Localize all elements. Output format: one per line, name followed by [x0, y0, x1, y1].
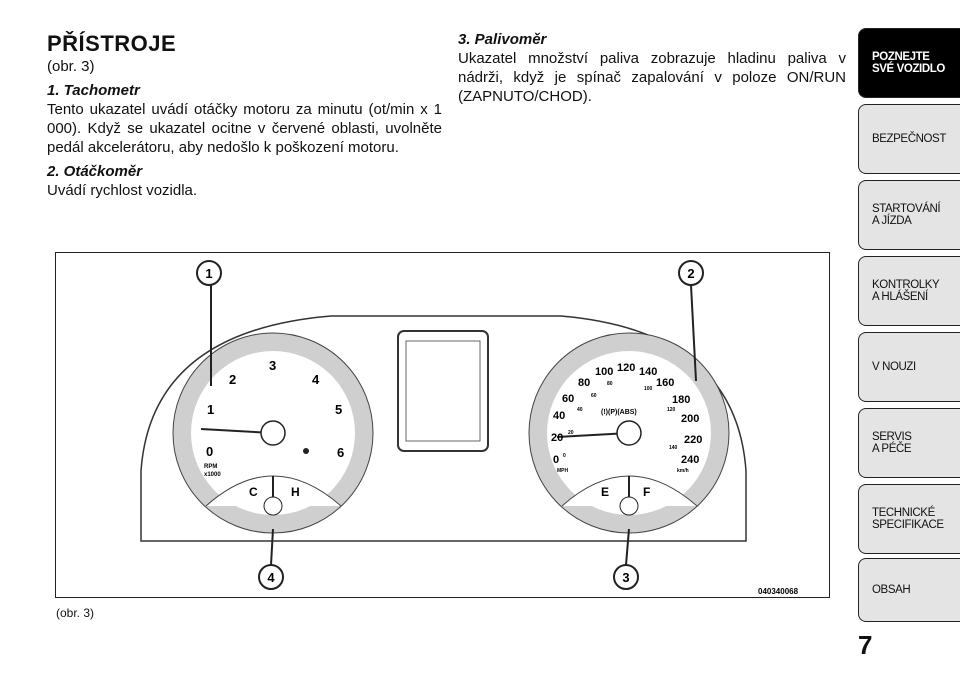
speed-label-kmh: 140 [669, 445, 678, 451]
speed-label-mph: 200 [681, 413, 699, 425]
section-title-fuel: 3. Palivoměr [458, 31, 547, 48]
speed-label-kmh: 20 [568, 430, 574, 436]
section-title-speedometer: 2. Otáčkoměr [47, 163, 143, 180]
fuel-full-label: F [643, 485, 650, 499]
speed-label-mph: 20 [551, 432, 563, 444]
speed-label-mph: 60 [562, 393, 574, 405]
callout-3: 3 [613, 564, 639, 590]
left-column: PŘÍSTROJE (obr. 3) 1. Tachometr Tento uk… [47, 31, 442, 200]
callout-4: 4 [258, 564, 284, 590]
temp-cold-label: C [249, 485, 258, 499]
right-column: 3. Palivoměr Ukazatel množství paliva zo… [458, 31, 846, 106]
instrument-cluster-figure: 0 1 2 3 4 5 6 RPM x1000 C H 0 20 40 60 8… [55, 252, 830, 598]
speed-label-kmh: 100 [644, 386, 653, 392]
tach-label: 5 [335, 402, 342, 417]
figure-code: 040340068 [758, 587, 799, 596]
tab-servis-a-pece[interactable]: SERVIS A PÉČE [858, 408, 960, 478]
tach-label: 4 [312, 372, 320, 387]
section-text-tachometer: Tento ukazatel uvádí otáčky motoru za mi… [47, 101, 442, 156]
speed-label-kmh: 40 [577, 407, 583, 413]
tab-technicke-specifikace[interactable]: TECHNICKÉ SPECIFIKACE [858, 484, 960, 554]
tach-label: 3 [269, 358, 276, 373]
cluster-illustration: 0 1 2 3 4 5 6 RPM x1000 C H 0 20 40 60 8… [140, 260, 799, 596]
rpm-scale-label: x1000 [204, 472, 221, 478]
speed-label-mph: 120 [617, 362, 635, 374]
tach-label: 6 [337, 445, 344, 460]
speed-label-mph: 240 [681, 454, 699, 466]
svg-text:1: 1 [205, 266, 212, 281]
page-heading: PŘÍSTROJE [47, 31, 177, 56]
speed-label-mph: 40 [553, 410, 565, 422]
speed-label-mph: 80 [578, 377, 590, 389]
speed-label-kmh: 60 [591, 393, 597, 399]
mph-unit: MPH [557, 468, 569, 474]
rpm-label: RPM [204, 464, 217, 470]
temp-hot-label: H [291, 485, 300, 499]
fuel-empty-label: E [601, 485, 609, 499]
kmh-unit: km/h [677, 468, 689, 474]
page-number: 7 [858, 630, 873, 660]
speed-label-kmh: 0 [563, 453, 566, 459]
warning-indicators: (!)(P)(ABS) [601, 409, 637, 416]
tab-poznejte-sve-vozidlo[interactable]: POZNEJTE SVÉ VOZIDLO [858, 28, 960, 98]
fuel-gauge: E F [601, 476, 650, 516]
tach-label: 2 [229, 372, 236, 387]
speed-label-mph: 180 [672, 394, 690, 406]
speed-label-mph: 100 [595, 366, 613, 378]
speedometer-gauge [528, 332, 730, 534]
tab-startovani-a-jizda[interactable]: STARTOVÁNÍ A JÍZDA [858, 180, 960, 250]
tab-obsah[interactable]: OBSAH [858, 558, 960, 622]
speed-label-mph: 140 [639, 366, 657, 378]
speed-label-mph: 0 [553, 454, 559, 466]
callout-1: 1 [196, 260, 222, 286]
tach-label: 1 [207, 402, 214, 417]
figure-caption: (obr. 3) [56, 606, 95, 620]
svg-text:3: 3 [622, 570, 629, 585]
callout-2: 2 [678, 260, 704, 286]
svg-text:2: 2 [687, 266, 694, 281]
section-title-tachometer: 1. Tachometr [47, 82, 140, 99]
speed-label-mph: 220 [684, 434, 702, 446]
speed-label-kmh: 120 [667, 407, 676, 413]
tab-kontrolky-a-hlaseni[interactable]: KONTROLKY A HLÁŠENÍ [858, 256, 960, 326]
temperature-gauge: C H [249, 476, 300, 516]
section-text-fuel: Ukazatel množství paliva zobrazuje hladi… [458, 50, 846, 105]
tab-v-nouzi[interactable]: V NOUZI [858, 332, 960, 402]
svg-text:4: 4 [267, 570, 275, 585]
tachometer-gauge [172, 332, 374, 534]
tab-bezpecnost[interactable]: BEZPEČNOST [858, 104, 960, 174]
section-text-speedometer: Uvádí rychlost vozidla. [47, 182, 198, 199]
figure-reference: (obr. 3) [47, 58, 95, 75]
speed-label-mph: 160 [656, 377, 674, 389]
speed-label-kmh: 80 [607, 381, 613, 387]
tach-label: 0 [206, 444, 213, 459]
